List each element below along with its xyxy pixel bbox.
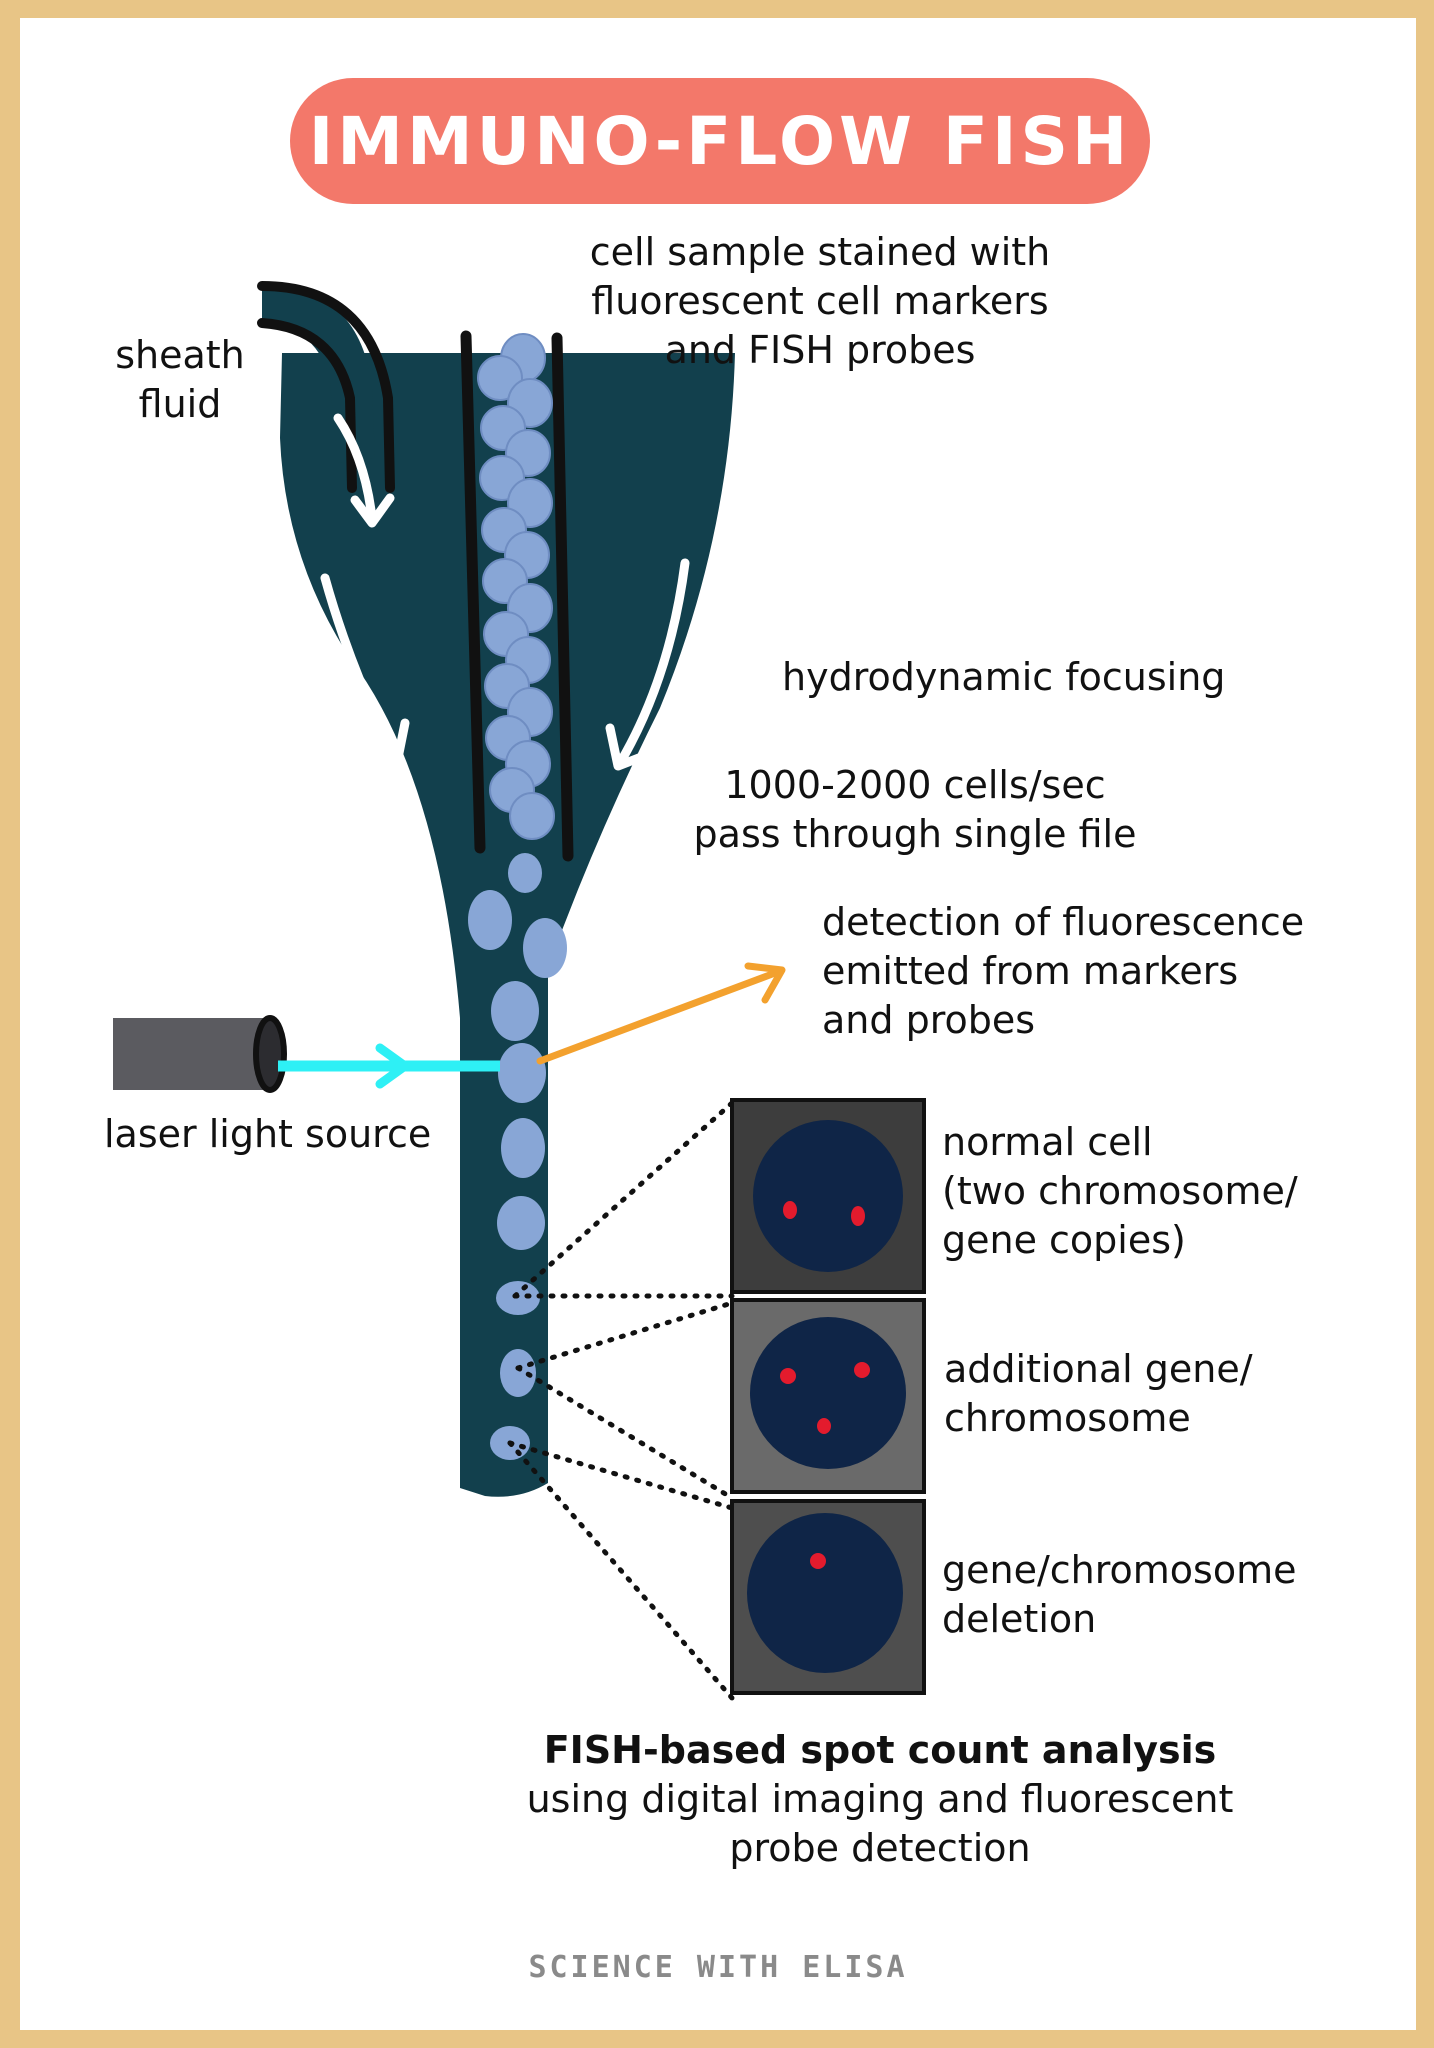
sheath-fluid-label: sheath fluid xyxy=(115,333,245,426)
packed-cells xyxy=(477,333,555,840)
panel-normal-cell xyxy=(730,1098,926,1294)
flow-arrow-left-head xyxy=(363,718,410,768)
single-file-cells xyxy=(468,853,567,1460)
footer-credit: SCIENCE WITH ELISA xyxy=(528,1950,908,1985)
normal-cell-label: normal cell (two chromosome/ gene copies… xyxy=(942,1120,1298,1262)
flow-arrow-top xyxy=(333,413,377,523)
lead-lines xyxy=(507,1100,735,1701)
additional-chromosome-label: additional gene/ chromosome xyxy=(944,1347,1253,1440)
sheath-pipe-outline-bottom xyxy=(257,318,357,493)
panel-additional-chromosome xyxy=(730,1298,926,1494)
cell-sample-label: cell sample stained with fluorescent cel… xyxy=(589,230,1051,372)
analysis-caption: FISH-based spot count analysis using dig… xyxy=(480,1726,1280,1873)
flow-arrow-right xyxy=(615,558,690,768)
emission-arrowhead xyxy=(744,962,786,1004)
flow-arrow-top-head xyxy=(350,493,395,528)
flow-arrows xyxy=(320,413,690,771)
hydrodynamic-focusing-label: hydrodynamic focusing xyxy=(782,655,1226,699)
laser-body xyxy=(113,1018,268,1090)
laser-beam-arrowhead xyxy=(375,1043,410,1089)
flow-cytometry-diagram xyxy=(113,281,926,1701)
title-banner: IMMUNO-FLOW FISH xyxy=(290,78,1150,204)
panel-deletion xyxy=(730,1499,926,1695)
analysis-heading: FISH-based spot count analysis xyxy=(543,1728,1217,1772)
flow-arrow-left xyxy=(320,573,400,763)
flow-arrow-right-head xyxy=(605,723,657,771)
sheath-pipe-outline-top xyxy=(257,281,395,493)
laser-label: laser light source xyxy=(104,1112,432,1156)
page-title: IMMUNO-FLOW FISH xyxy=(308,102,1132,180)
infographic-card: IMMUNO-FLOW FISH xyxy=(20,18,1416,2030)
sample-tube-right-wall xyxy=(551,332,574,862)
cell-rate-label: 1000-2000 cells/sec pass through single … xyxy=(693,763,1137,856)
laser-aperture xyxy=(253,1015,287,1093)
sample-tube-left-wall xyxy=(460,330,486,854)
detection-label: detection of fluorescence emitted from m… xyxy=(822,900,1305,1042)
emission-arrow xyxy=(536,969,779,1065)
deletion-label: gene/chromosome deletion xyxy=(942,1548,1297,1641)
